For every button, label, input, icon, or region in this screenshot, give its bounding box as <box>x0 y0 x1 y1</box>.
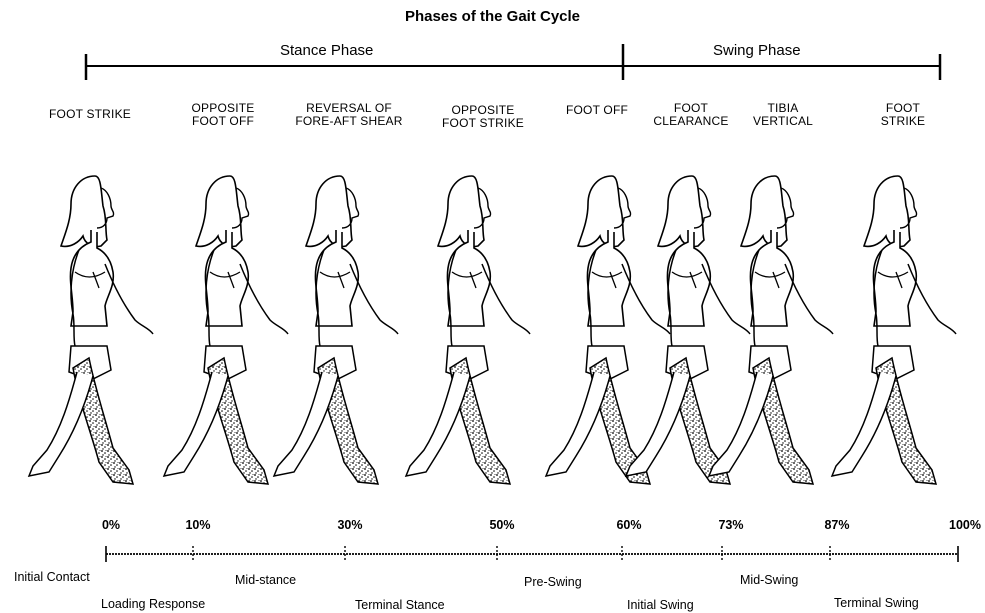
label-loading-response: Loading Response <box>101 597 205 611</box>
label-mid-swing: Mid-Swing <box>740 573 798 587</box>
label-mid-stance: Mid-stance <box>235 573 296 587</box>
label-initial-swing: Initial Swing <box>627 598 694 612</box>
label-initial-contact: Initial Contact <box>14 570 90 584</box>
label-terminal-swing: Terminal Swing <box>834 596 919 610</box>
label-pre-swing: Pre-Swing <box>524 575 582 589</box>
label-terminal-stance: Terminal Stance <box>355 598 445 612</box>
